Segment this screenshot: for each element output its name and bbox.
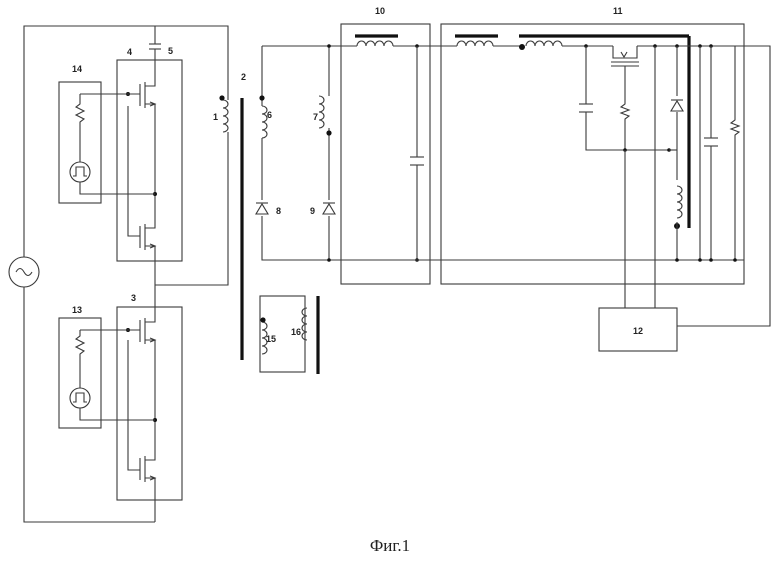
converter-block-11: 11 bbox=[440, 6, 770, 326]
filter-block-10: 10 bbox=[340, 6, 440, 284]
ac-source-icon bbox=[9, 257, 39, 287]
switch-module-3: 3 bbox=[117, 285, 182, 522]
label-2: 2 bbox=[241, 72, 246, 82]
diode-9: 9 bbox=[310, 203, 335, 216]
controller-12: 12 bbox=[599, 308, 677, 351]
diode-8: 8 bbox=[256, 203, 281, 216]
label-8: 8 bbox=[276, 206, 281, 216]
label-5: 5 bbox=[168, 46, 173, 56]
mosfet-icon bbox=[140, 285, 155, 352]
label-7: 7 bbox=[313, 112, 318, 122]
label-12: 12 bbox=[633, 326, 643, 336]
mosfet-icon bbox=[140, 440, 155, 522]
mosfet-icon bbox=[140, 206, 155, 262]
winding-6: 6 bbox=[259, 95, 272, 138]
label-13: 13 bbox=[72, 305, 82, 315]
pulse-generator-icon bbox=[70, 388, 90, 408]
label-9: 9 bbox=[310, 206, 315, 216]
label-14: 14 bbox=[72, 64, 82, 74]
label-10: 10 bbox=[375, 6, 385, 16]
label-4: 4 bbox=[127, 47, 132, 57]
label-6: 6 bbox=[267, 110, 272, 120]
label-1: 1 bbox=[213, 112, 218, 122]
rectifier-section: 6 8 7 9 bbox=[256, 44, 340, 262]
mosfet-icon bbox=[140, 68, 155, 120]
auxiliary-transformer: 15 16 bbox=[260, 296, 318, 374]
pulse-generator-icon bbox=[70, 162, 90, 182]
label-15: 15 bbox=[266, 334, 276, 344]
figure-caption: Фиг.1 bbox=[370, 536, 410, 555]
label-16: 16 bbox=[291, 327, 301, 337]
mosfet-icon bbox=[611, 46, 639, 80]
label-11: 11 bbox=[613, 6, 623, 16]
switch-module-4: 4 bbox=[117, 47, 182, 285]
mains-section: 5 bbox=[9, 26, 228, 522]
primary-winding-1: 1 bbox=[213, 88, 228, 138]
label-3: 3 bbox=[131, 293, 136, 303]
capacitor-5 bbox=[149, 44, 161, 49]
transformer-2: 1 2 bbox=[213, 72, 246, 360]
